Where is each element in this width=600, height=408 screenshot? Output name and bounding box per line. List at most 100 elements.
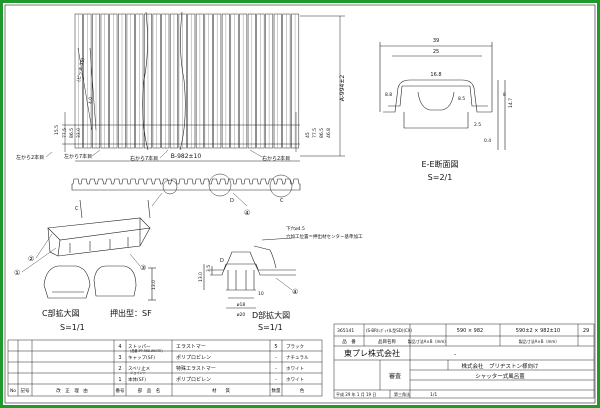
c-detail-type: 押出型：SF xyxy=(110,308,152,318)
header-qty: 数量 xyxy=(272,387,281,394)
ee-dim-25: 25 xyxy=(433,49,439,55)
ee-dim-39: 39 xyxy=(433,38,439,44)
c-detail-scale: S=1/1 xyxy=(60,323,85,332)
left-dim-2: 77.5 xyxy=(62,128,68,138)
d-note-hole: 下穴ø4.5 xyxy=(286,225,305,232)
label-size-1: 製品寸法A×B（mm） xyxy=(408,338,449,344)
d-callout-4: ④ xyxy=(292,288,298,296)
size-tolerance: 590±2 × 982±10 xyxy=(516,328,560,334)
drawing-date: 平成 29 年 1 月 19 日 xyxy=(336,391,376,397)
d-dim-20-inner: ø18 xyxy=(237,302,246,308)
spec-code: (S-BR(ﾚｶﾞｯﾄ)L型SD)(CX) xyxy=(366,327,413,333)
detail-d-mark: D xyxy=(230,198,234,204)
right-dim-2: 77.5 xyxy=(312,128,318,138)
label-product: 品目名称 xyxy=(378,338,396,345)
plan-dimension-lines xyxy=(62,15,345,162)
ee-dim-14-7: 14.7 xyxy=(508,98,514,108)
projection-method: 第三角法 xyxy=(394,391,410,397)
part-row-qty: - xyxy=(275,355,277,361)
page-number: 1/1 xyxy=(430,392,437,398)
d-dim-3-5: 3.5 xyxy=(206,265,212,272)
header-material: 材 質 xyxy=(212,387,230,394)
dash-field: - xyxy=(454,351,456,358)
part-row-qty: - xyxy=(275,366,277,372)
part-row-material: エラストマー xyxy=(176,344,206,350)
parts-table-header: 番号 部 品 名 材 質 数量 色 No 記号 改 正 理 由 xyxy=(10,387,305,394)
ee-dim-0-4: 0.4 xyxy=(484,138,491,144)
d-dim-20-outer: ø20 xyxy=(237,312,246,318)
drawing-number: 365141 xyxy=(337,328,354,334)
right-dim-3: 86.5 xyxy=(319,128,325,138)
c-leaders xyxy=(21,233,141,273)
ee-dim-8-5: 8.5 xyxy=(458,96,465,102)
callout-3: ③ xyxy=(140,264,146,272)
ee-section-title: E-E断面図 xyxy=(422,159,459,169)
part-row-name: 本体(SF) xyxy=(128,376,146,383)
ee-dim-16-8: 16.8 xyxy=(430,72,441,78)
d-dim-10: 10 xyxy=(258,291,264,297)
d-detail-title: D部拡大図 xyxy=(252,310,290,320)
width-dimension: B-982±10 xyxy=(171,153,202,160)
d-detail-scale: S=1/1 xyxy=(258,323,283,332)
ee-section-view xyxy=(379,42,506,150)
left-dim-1: 15.5 xyxy=(54,125,60,135)
part-row-name: スベリ止メ xyxy=(128,365,150,372)
part-row-material: ポリプロピレン xyxy=(176,376,211,383)
part-row-number: 1 xyxy=(118,377,121,383)
ee-dim-2-5: 2.5 xyxy=(474,122,481,128)
note-left-2: 左から2本目 xyxy=(16,154,44,161)
slat-plan-view xyxy=(74,11,300,151)
pitch-note: (ピッチ 39) xyxy=(76,57,86,82)
height-dimension: A-994±2 xyxy=(339,75,346,102)
part-row-material: 特殊エラストマー xyxy=(176,365,216,372)
pitch-dim: 4.0 xyxy=(88,97,94,104)
break-line xyxy=(179,11,186,151)
ee-dim-8: 8 xyxy=(503,92,506,98)
note-leaders xyxy=(45,149,263,159)
part-row-name: キャップ(SF) xyxy=(128,355,155,361)
header-name: 部 品 名 xyxy=(138,387,161,394)
ee-dim-8-8: 8.8 xyxy=(385,92,392,98)
company-name: 東プレ株式会社 xyxy=(344,348,400,358)
parts-table xyxy=(7,339,323,397)
part-row-name-sub: (品番:PP-R68-WHITE) xyxy=(130,348,163,353)
left-dim-4: 33.0 xyxy=(76,128,82,138)
detail-c-mark-strip: C xyxy=(280,198,284,204)
callout-4-strip: ④ xyxy=(244,209,250,217)
right-dim-1: 45 xyxy=(305,132,311,138)
label-size-2: 製品寸法A×B（mm） xyxy=(519,338,560,344)
d-note-position: 穴加工位置＝押出材センター基準加工 xyxy=(286,233,363,240)
product-name: シャッター式風呂蓋 xyxy=(475,372,525,380)
note-right-2: 右から2本目 xyxy=(262,155,290,162)
inner-border xyxy=(4,4,596,404)
part-row-color: ブラック xyxy=(286,343,304,350)
detail-d-mark-2: D xyxy=(220,258,224,264)
c-dim: 13.0 xyxy=(151,280,157,290)
part-row-color: ホワイト xyxy=(286,377,304,383)
callout-2: ② xyxy=(28,255,34,263)
part-row-qty: - xyxy=(275,377,277,383)
d-leader xyxy=(275,277,293,291)
header-no: 番号 xyxy=(116,387,125,394)
customer-name: 株式会社 ブリヂストン様向け xyxy=(461,362,539,370)
part-row-number: 4 xyxy=(118,344,121,350)
c-detail-title: C部拡大図 xyxy=(42,308,80,318)
break-line xyxy=(142,11,149,151)
right-dim-4: 46.8 xyxy=(326,128,332,138)
part-row-number: 3 xyxy=(118,355,121,361)
part-row-name: ストッパー xyxy=(128,344,151,350)
callout-1: ① xyxy=(14,269,20,277)
note-right-7: 右から7本目 xyxy=(130,155,158,162)
part-row-material: ポリプロピレン xyxy=(176,354,211,361)
rev-reason: 改 正 理 由 xyxy=(56,387,88,394)
title-block xyxy=(333,323,595,399)
part-row-name-sub: ジョイント xyxy=(130,371,146,375)
label-model: 品 番 xyxy=(342,338,356,345)
rev-no: No xyxy=(10,388,16,394)
part-row-color: ナチュラル xyxy=(286,355,309,361)
note-left-7: 左から7本目 xyxy=(64,153,92,160)
